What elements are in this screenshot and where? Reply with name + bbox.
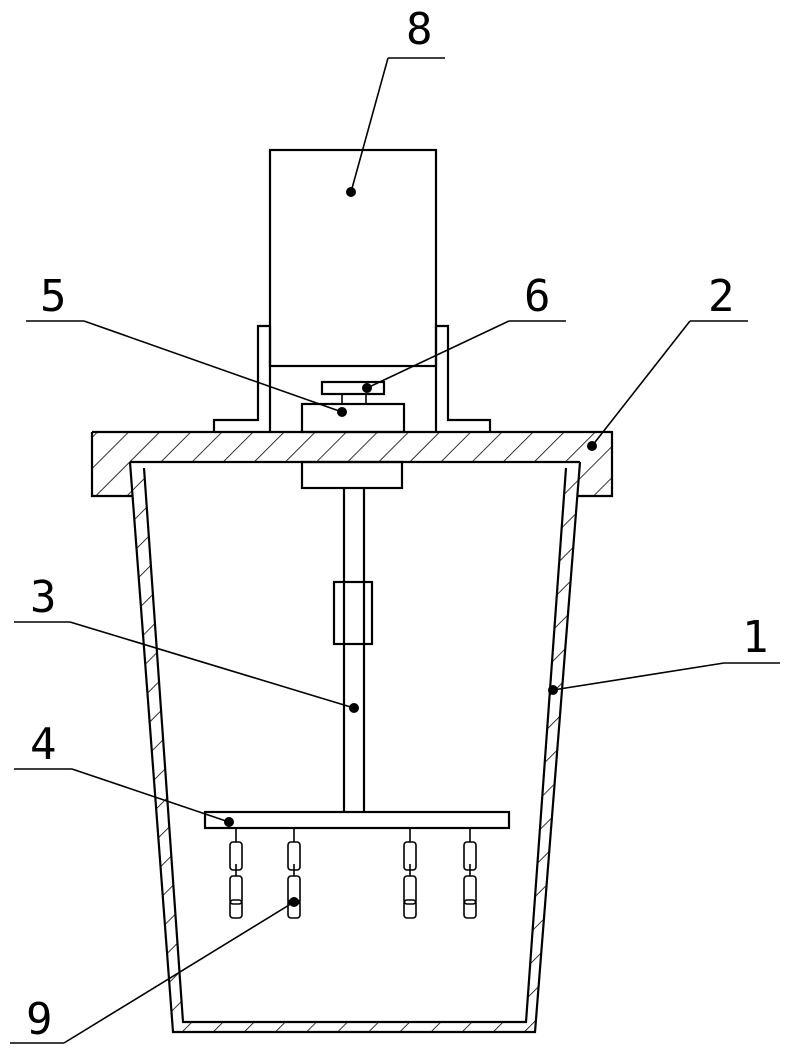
label-3: 3 — [30, 572, 57, 623]
label-4: 4 — [30, 719, 57, 770]
callout-motor: 8 — [346, 4, 445, 197]
cover-plate — [90, 430, 614, 498]
bearing-seat — [300, 402, 406, 434]
callout-chains: 9 — [10, 897, 299, 1045]
chain — [287, 828, 301, 919]
chain-group — [229, 828, 477, 919]
chain — [229, 828, 243, 919]
motor — [268, 148, 438, 368]
callout-cover: 2 — [587, 271, 748, 451]
label-9: 9 — [26, 994, 53, 1045]
callout-bearing-seat: 5 — [26, 271, 347, 417]
label-2: 2 — [708, 271, 735, 322]
label-5: 5 — [40, 271, 67, 322]
callout-disc: 4 — [14, 719, 234, 827]
motor-bracket — [212, 324, 492, 432]
callout-bucket: 1 — [548, 612, 780, 695]
stirring-disc — [203, 810, 511, 830]
shaft — [332, 488, 374, 812]
lower-bearing-housing — [300, 460, 404, 490]
label-6: 6 — [524, 271, 551, 322]
callout-shaft: 3 — [14, 572, 359, 713]
bucket-body — [128, 461, 582, 1034]
label-1: 1 — [742, 612, 769, 663]
callout-coupling: 6 — [362, 271, 566, 393]
chain — [403, 828, 417, 919]
chain — [463, 828, 477, 919]
coupling — [320, 380, 386, 405]
label-8: 8 — [406, 4, 433, 55]
